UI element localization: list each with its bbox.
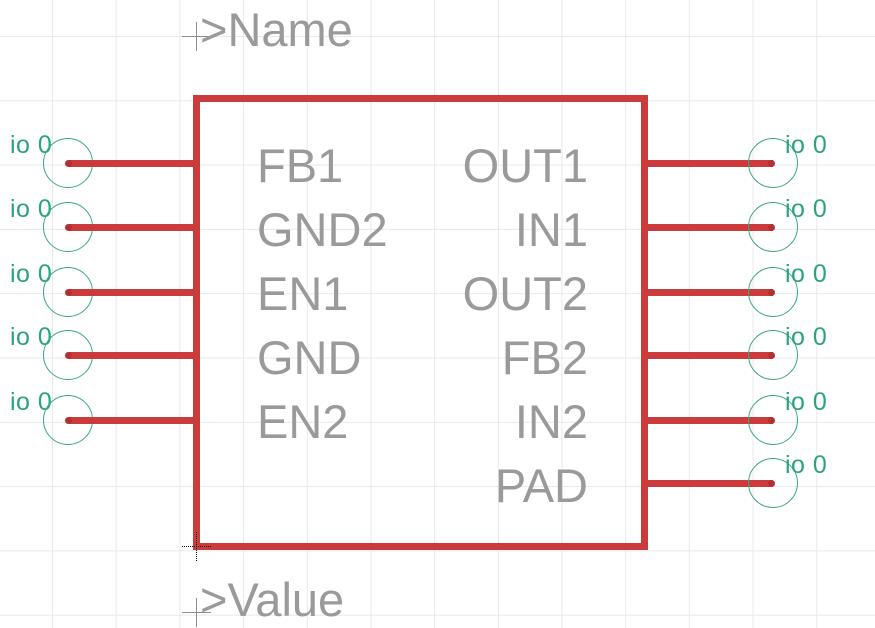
pin-net-label[interactable]: io 0: [785, 195, 828, 223]
pin-name-label[interactable]: EN1: [257, 267, 349, 320]
name-origin-crosshair: [182, 22, 211, 51]
pin-connection-circle[interactable]: [748, 138, 798, 188]
pin-endpoint-dot: [65, 160, 72, 167]
pin-name-label[interactable]: IN1: [514, 203, 588, 256]
value-attribute-text[interactable]: >Value: [200, 573, 345, 626]
value-origin-crosshair: [182, 598, 211, 627]
pin-name-label[interactable]: FB2: [501, 331, 588, 384]
pin-connection-circle[interactable]: [748, 395, 798, 445]
pin-connection-circle[interactable]: [748, 458, 798, 508]
pin-name-label[interactable]: FB1: [257, 139, 344, 192]
pin-endpoint-dot: [65, 352, 72, 359]
pin-wire[interactable]: [68, 417, 200, 424]
pin-name-label[interactable]: EN2: [257, 395, 349, 448]
pin-endpoint-dot: [65, 417, 72, 424]
body-origin-crosshair: [182, 532, 211, 561]
pin-endpoint-dot: [65, 224, 72, 231]
pin-name-label[interactable]: OUT1: [462, 139, 588, 192]
pin-wire[interactable]: [643, 480, 773, 487]
name-attribute-text[interactable]: >Name: [200, 3, 353, 56]
pin-net-label[interactable]: io 0: [785, 388, 828, 416]
pin-wire[interactable]: [643, 160, 773, 167]
pin-wire[interactable]: [643, 417, 773, 424]
pin-net-label[interactable]: io 0: [785, 131, 828, 159]
symbol-body-rectangle[interactable]: [193, 95, 648, 550]
pin-wire[interactable]: [643, 224, 773, 231]
pin-wire[interactable]: [643, 289, 773, 296]
pin-wire[interactable]: [68, 352, 200, 359]
pin-name-label[interactable]: GND: [257, 331, 362, 384]
pin-connection-circle[interactable]: [748, 267, 798, 317]
pin-connection-circle[interactable]: [748, 202, 798, 252]
pin-wire[interactable]: [68, 160, 200, 167]
pin-wire[interactable]: [68, 224, 200, 231]
pin-net-label[interactable]: io 0: [785, 451, 828, 479]
pin-name-label[interactable]: OUT2: [462, 267, 588, 320]
pin-wire[interactable]: [643, 352, 773, 359]
pin-endpoint-dot: [65, 289, 72, 296]
pin-net-label[interactable]: io 0: [785, 260, 828, 288]
pin-connection-circle[interactable]: [748, 330, 798, 380]
pin-net-label[interactable]: io 0: [785, 323, 828, 351]
pin-name-label[interactable]: PAD: [494, 459, 588, 512]
pin-name-label[interactable]: IN2: [514, 395, 588, 448]
pin-wire[interactable]: [68, 289, 200, 296]
pin-name-label[interactable]: GND2: [257, 203, 388, 256]
